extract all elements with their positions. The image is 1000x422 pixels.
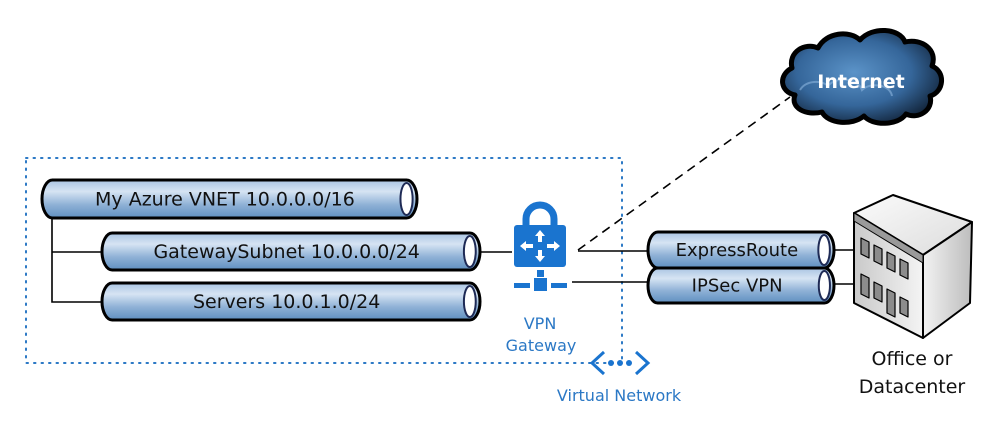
ipsec-vpn-pipe-label: IPSec VPN [692, 276, 783, 297]
office-label-line2: Datacenter [859, 376, 966, 398]
vnet-subnet-connectors [51, 218, 104, 303]
gateway-subnet-pipe-body [100, 231, 482, 272]
servers-subnet-pipe[interactable]: Servers 10.0.1.0/24 [100, 281, 482, 322]
servers-subnet-pipe-end-cap [462, 285, 477, 318]
internet-label: Internet [817, 71, 904, 93]
vpn-gateway-label-line2: Gateway [506, 336, 577, 355]
internet-cloud-icon[interactable] [780, 28, 944, 126]
servers-subnet-pipe-label: Servers 10.0.1.0/24 [193, 291, 380, 313]
gateway-subnet-pipe-label: GatewaySubnet 10.0.0.0/24 [153, 241, 419, 263]
ipsec-vpn-pipe-body [646, 266, 836, 305]
expressroute-pipe-end-cap [817, 234, 831, 266]
virtual-network-boundary [25, 157, 623, 364]
expressroute-pipe[interactable]: ExpressRoute [646, 230, 836, 270]
gateway-links [480, 249, 855, 285]
gateway-subnet-pipe[interactable]: GatewaySubnet 10.0.0.0/24 [100, 231, 482, 272]
vnet-pipe-body [40, 178, 419, 220]
servers-subnet-pipe-body [100, 281, 482, 322]
office-building-icon[interactable] [853, 194, 973, 339]
office-label-line1: Office or [872, 348, 953, 370]
vnet-pipe-label: My Azure VNET 10.0.0.0/16 [95, 189, 355, 211]
ipsec-vpn-pipe-end-cap [817, 270, 831, 301]
vnet-pipe[interactable]: My Azure VNET 10.0.0.0/16 [40, 178, 419, 220]
vnet-pipe-end-cap [399, 182, 414, 216]
gateway-subnet-pipe-end-cap [462, 235, 477, 268]
ipsec-vpn-pipe[interactable]: IPSec VPN [646, 266, 836, 305]
expressroute-pipe-label: ExpressRoute [676, 240, 799, 261]
internet-dashed-link [577, 96, 791, 251]
vpn-gateway-lock-icon[interactable] [514, 201, 567, 291]
virtual-network-icon [589, 350, 651, 376]
vpn-gateway-label-line1: VPN [524, 314, 557, 333]
virtual-network-label: Virtual Network [557, 386, 682, 405]
